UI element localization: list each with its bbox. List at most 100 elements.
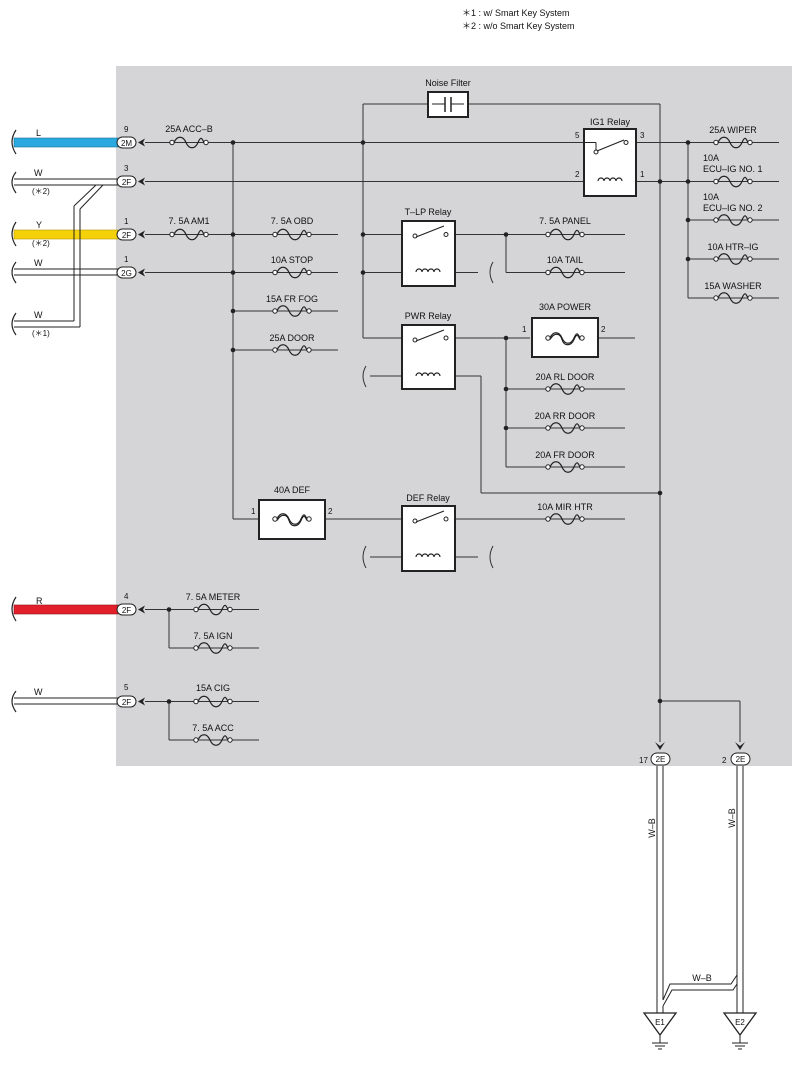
fuse-power-30a: 30A POWER 1 2: [522, 302, 606, 358]
ground-wires: [656, 766, 744, 1013]
fuse-door: 25A DOOR: [269, 333, 315, 356]
svg-text:2M: 2M: [121, 139, 132, 148]
relay-pwr: PWR Relay: [401, 311, 456, 390]
svg-text:10A TAIL: 10A TAIL: [547, 255, 583, 265]
connector-pin: 2: [722, 756, 727, 765]
wire-color-Y: Y: [36, 220, 42, 230]
svg-text:30A POWER: 30A POWER: [539, 302, 592, 312]
connector-pin: 9: [124, 125, 129, 134]
input-wire-L: L: [11, 128, 119, 155]
svg-text:ECU–IG NO. 2: ECU–IG NO. 2: [703, 203, 763, 213]
wire-color-W1: W: [34, 168, 43, 178]
fuse-mir-htr: 10A MIR HTR: [537, 502, 593, 525]
fuse-am1: 7. 5A AM1: [168, 216, 210, 241]
svg-text:2F: 2F: [122, 606, 131, 615]
connector-2F-4: 2F 4: [116, 592, 145, 616]
svg-text:E1: E1: [655, 1018, 665, 1027]
svg-text:1: 1: [640, 170, 645, 179]
junction-dots: [166, 140, 691, 704]
svg-text:20A RR DOOR: 20A RR DOOR: [535, 411, 596, 421]
svg-text:7. 5A METER: 7. 5A METER: [186, 592, 241, 602]
connector-pin: 4: [124, 592, 129, 601]
relay-tlp: T–LP Relay: [401, 207, 456, 287]
svg-text:5: 5: [575, 131, 580, 140]
wire-color-W3: W: [34, 310, 43, 320]
svg-text:25A WIPER: 25A WIPER: [709, 125, 757, 135]
connector-pin: 17: [639, 756, 648, 765]
junction-block-panel: [116, 66, 792, 766]
svg-text:2G: 2G: [121, 269, 132, 278]
internal-wiring: [145, 103, 779, 742]
connector-2F-1: 2F 1: [116, 217, 145, 241]
svg-text:2E: 2E: [656, 755, 666, 764]
svg-text:10A HTR–IG: 10A HTR–IG: [707, 242, 758, 252]
fuse-htr-ig: 10A HTR–IG: [707, 242, 759, 265]
svg-text:10A STOP: 10A STOP: [271, 255, 313, 265]
connector-2F-5: 2F 5: [116, 683, 145, 708]
fuse-stop: 10A STOP: [271, 255, 313, 279]
ground-E2: E2: [723, 1012, 757, 1050]
wire-note-Y: (＊2): [32, 239, 50, 248]
svg-text:7. 5A IGN: 7. 5A IGN: [193, 631, 232, 641]
svg-text:2: 2: [601, 325, 606, 334]
input-wire-W-4: W: [11, 687, 118, 713]
fuse-acc: 7. 5A ACC: [192, 723, 234, 746]
svg-text:7. 5A PANEL: 7. 5A PANEL: [539, 216, 591, 226]
connector-2E-17: 2E 17: [639, 742, 671, 766]
wire-color-W2: W: [34, 258, 43, 268]
svg-text:2F: 2F: [122, 698, 131, 707]
note-smart-key: ＊1 : w/ Smart Key System: [462, 8, 570, 18]
svg-text:T–LP Relay: T–LP Relay: [405, 207, 452, 217]
wire-note-W1: (＊2): [32, 187, 50, 196]
relay-def: DEF Relay: [401, 493, 456, 572]
fuse-acc-b: 25A ACC–B: [165, 124, 213, 149]
fuse-cig: 15A CIG: [193, 683, 233, 708]
connector-pin: 5: [124, 683, 129, 692]
input-wire-R: R: [11, 596, 119, 622]
svg-text:2E: 2E: [736, 755, 746, 764]
svg-text:3: 3: [640, 131, 645, 140]
fuse-obd: 7. 5A OBD: [271, 216, 314, 241]
connector-2M-9: 2M 9: [116, 125, 145, 149]
fuse-fr-fog: 15A FR FOG: [266, 294, 318, 317]
wire-label-w-b-2: W–B: [727, 808, 737, 828]
svg-text:10A: 10A: [703, 153, 719, 163]
svg-text:7. 5A AM1: 7. 5A AM1: [168, 216, 209, 226]
svg-text:DEF Relay: DEF Relay: [406, 493, 450, 503]
svg-text:1: 1: [251, 507, 256, 516]
svg-text:25A ACC–B: 25A ACC–B: [165, 124, 213, 134]
input-wire-W-2: W: [11, 258, 118, 284]
svg-text:E2: E2: [735, 1018, 745, 1027]
svg-text:10A: 10A: [703, 192, 719, 202]
wire-color-W4: W: [34, 687, 43, 697]
svg-text:2F: 2F: [122, 178, 131, 187]
svg-text:2: 2: [328, 507, 333, 516]
svg-text:7. 5A OBD: 7. 5A OBD: [271, 216, 314, 226]
connector-2F-3: 2F 3: [116, 164, 145, 188]
svg-text:IG1 Relay: IG1 Relay: [590, 117, 631, 127]
svg-text:PWR Relay: PWR Relay: [405, 311, 452, 321]
svg-text:25A DOOR: 25A DOOR: [269, 333, 315, 343]
fuse-meter: 7. 5A METER: [186, 592, 241, 616]
relay-ig1: IG1 Relay 5 3 2 1: [575, 117, 645, 197]
wire-note-W3: (＊1): [32, 329, 50, 338]
svg-text:1: 1: [522, 325, 527, 334]
wire-color-L: L: [36, 128, 41, 138]
svg-text:20A FR DOOR: 20A FR DOOR: [535, 450, 595, 460]
svg-text:2: 2: [575, 170, 580, 179]
fuse-tail: 10A TAIL: [545, 255, 585, 279]
input-wire-W-3: W (＊1): [11, 184, 104, 338]
fuse-panel: 7. 5A PANEL: [539, 216, 591, 241]
svg-text:Noise Filter: Noise Filter: [425, 78, 471, 88]
wire-label-w-b-1: W–B: [647, 818, 657, 838]
svg-text:15A WASHER: 15A WASHER: [704, 281, 762, 291]
svg-text:15A FR FOG: 15A FR FOG: [266, 294, 318, 304]
connector-pin: 1: [124, 255, 129, 264]
input-wire-W-1: W (＊2): [11, 168, 118, 196]
fuse-fr-door: 20A FR DOOR: [535, 450, 595, 473]
fuse-rl-door: 20A RL DOOR: [536, 372, 595, 395]
noise-filter: Noise Filter: [425, 78, 471, 118]
